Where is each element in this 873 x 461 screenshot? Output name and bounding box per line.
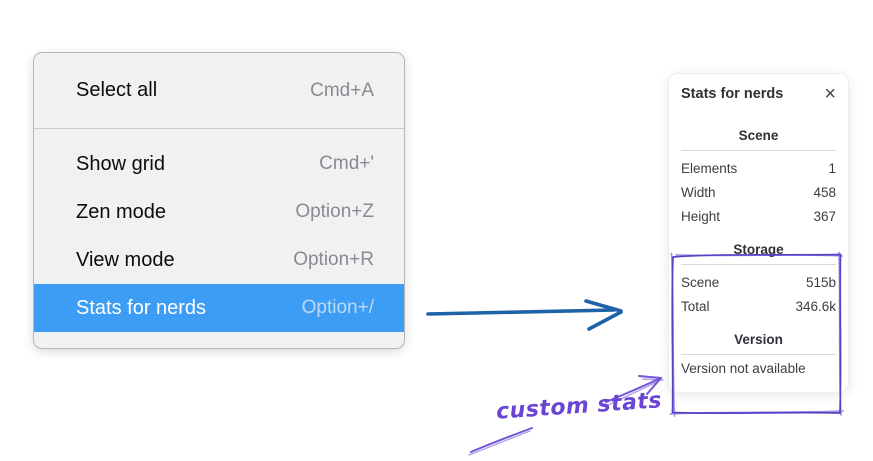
stat-value: 458	[813, 184, 836, 200]
section-heading: Scene	[738, 128, 779, 143]
version-status-text: Version not available	[681, 361, 806, 376]
menu-item-label: Select all	[76, 79, 158, 101]
stat-label: Scene	[681, 274, 720, 290]
stat-value: 1	[828, 160, 836, 176]
menu-item-view-mode[interactable]: View mode Option+R	[34, 236, 404, 284]
stat-value: 367	[813, 208, 836, 224]
stat-row-elements: Elements 1	[681, 156, 836, 180]
menu-item-select-all[interactable]: Select all Cmd+A	[34, 53, 404, 128]
menu-separator	[34, 128, 404, 129]
menu-item-label: Show grid	[76, 152, 165, 175]
stats-section-storage: Storage Scene 515b Total 346.6k	[681, 242, 836, 318]
stat-label: Width	[681, 184, 716, 200]
stat-label: Total	[681, 298, 710, 314]
stat-row-height: Height 367	[681, 204, 836, 228]
menu-item-stats-for-nerds[interactable]: Stats for nerds Option+/	[34, 284, 404, 332]
stats-panel-title: Stats for nerds	[681, 86, 784, 102]
stat-row-scene-storage: Scene 515b	[681, 270, 836, 294]
section-divider	[681, 354, 836, 355]
stat-row-total-storage: Total 346.6k	[681, 294, 836, 318]
stats-panel-header: Stats for nerds ×	[681, 83, 836, 105]
stat-value: 515b	[805, 274, 836, 290]
stat-row-width: Width 458	[681, 180, 836, 204]
stats-panel: Stats for nerds × Scene Elements 1 Width…	[668, 73, 849, 393]
menu-item-shortcut: Cmd+'	[319, 153, 374, 174]
menu-item-zen-mode[interactable]: Zen mode Option+Z	[34, 188, 404, 236]
menu-item-shortcut: Option+Z	[295, 201, 374, 222]
menu-item-label: Zen mode	[76, 200, 167, 223]
stat-label: Elements	[681, 160, 738, 176]
menu-item-label: Stats for nerds	[76, 296, 207, 319]
menu-item-show-grid[interactable]: Show grid Cmd+'	[34, 140, 404, 188]
menu-item-shortcut: Option+/	[301, 297, 374, 318]
stat-label: Height	[681, 208, 721, 224]
menu-item-label: View mode	[76, 248, 175, 271]
context-menu: Select all Cmd+A Show grid Cmd+' Zen mod…	[33, 52, 405, 349]
stat-value: 346.6k	[795, 298, 836, 314]
stats-section-scene: Scene Elements 1 Width 458 Height 367	[681, 128, 836, 228]
menu-item-shortcut: Option+R	[293, 249, 374, 270]
section-heading: Storage	[733, 242, 784, 257]
close-icon[interactable]: ×	[824, 83, 836, 105]
stats-section-version: Version Version not available	[681, 332, 836, 376]
section-divider	[681, 150, 836, 151]
annotation-label: custom stats	[495, 388, 663, 425]
flow-arrow	[426, 299, 623, 331]
section-divider	[681, 264, 836, 265]
menu-item-shortcut: Cmd+A	[310, 79, 374, 101]
menu-group: Show grid Cmd+' Zen mode Option+Z View m…	[34, 129, 404, 332]
section-heading: Version	[734, 332, 783, 347]
